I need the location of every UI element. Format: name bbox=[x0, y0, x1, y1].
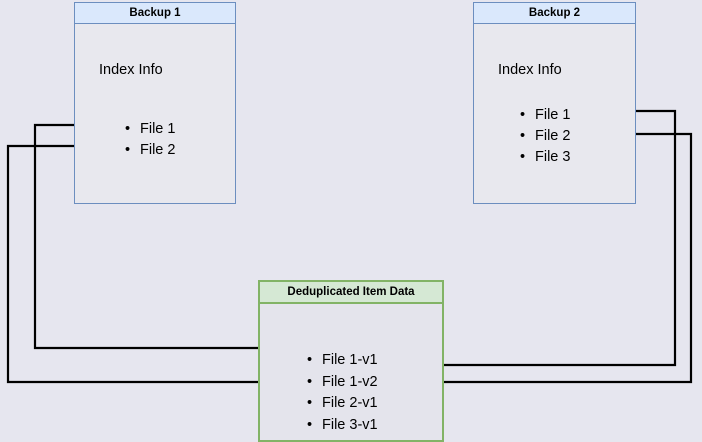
node-deduplicated-item-data[interactable]: Deduplicated Item Data File 1-v1 File 1-… bbox=[258, 280, 444, 442]
list-item: File 1-v1 bbox=[307, 350, 378, 372]
node-backup-1-body: Index Info File 1 File 2 bbox=[75, 24, 235, 203]
list-item: File 3 bbox=[520, 147, 570, 168]
node-backup-2-title: Index Info bbox=[498, 62, 562, 78]
node-backup-2-file-list: File 1 File 2 File 3 bbox=[520, 105, 570, 168]
node-backup-1-header: Backup 1 bbox=[75, 3, 235, 24]
node-deduplicated-item-data-header: Deduplicated Item Data bbox=[260, 282, 442, 304]
node-backup-2-body: Index Info File 1 File 2 File 3 bbox=[474, 24, 635, 203]
list-item: File 2-v1 bbox=[307, 393, 378, 415]
node-deduplicated-file-list: File 1-v1 File 1-v2 File 2-v1 File 3-v1 bbox=[307, 350, 378, 436]
list-item: File 2 bbox=[520, 126, 570, 147]
list-item: File 1 bbox=[125, 119, 175, 140]
node-backup-2-header: Backup 2 bbox=[474, 3, 635, 24]
node-backup-1[interactable]: Backup 1 Index Info File 1 File 2 bbox=[74, 2, 236, 204]
node-backup-2[interactable]: Backup 2 Index Info File 1 File 2 File 3 bbox=[473, 2, 636, 204]
node-backup-1-title: Index Info bbox=[99, 62, 163, 78]
list-item: File 2 bbox=[125, 140, 175, 161]
list-item: File 3-v1 bbox=[307, 415, 378, 437]
list-item: File 1-v2 bbox=[307, 372, 378, 394]
node-deduplicated-item-data-body: File 1-v1 File 1-v2 File 2-v1 File 3-v1 bbox=[260, 304, 442, 440]
list-item: File 1 bbox=[520, 105, 570, 126]
node-backup-1-file-list: File 1 File 2 bbox=[125, 119, 175, 161]
